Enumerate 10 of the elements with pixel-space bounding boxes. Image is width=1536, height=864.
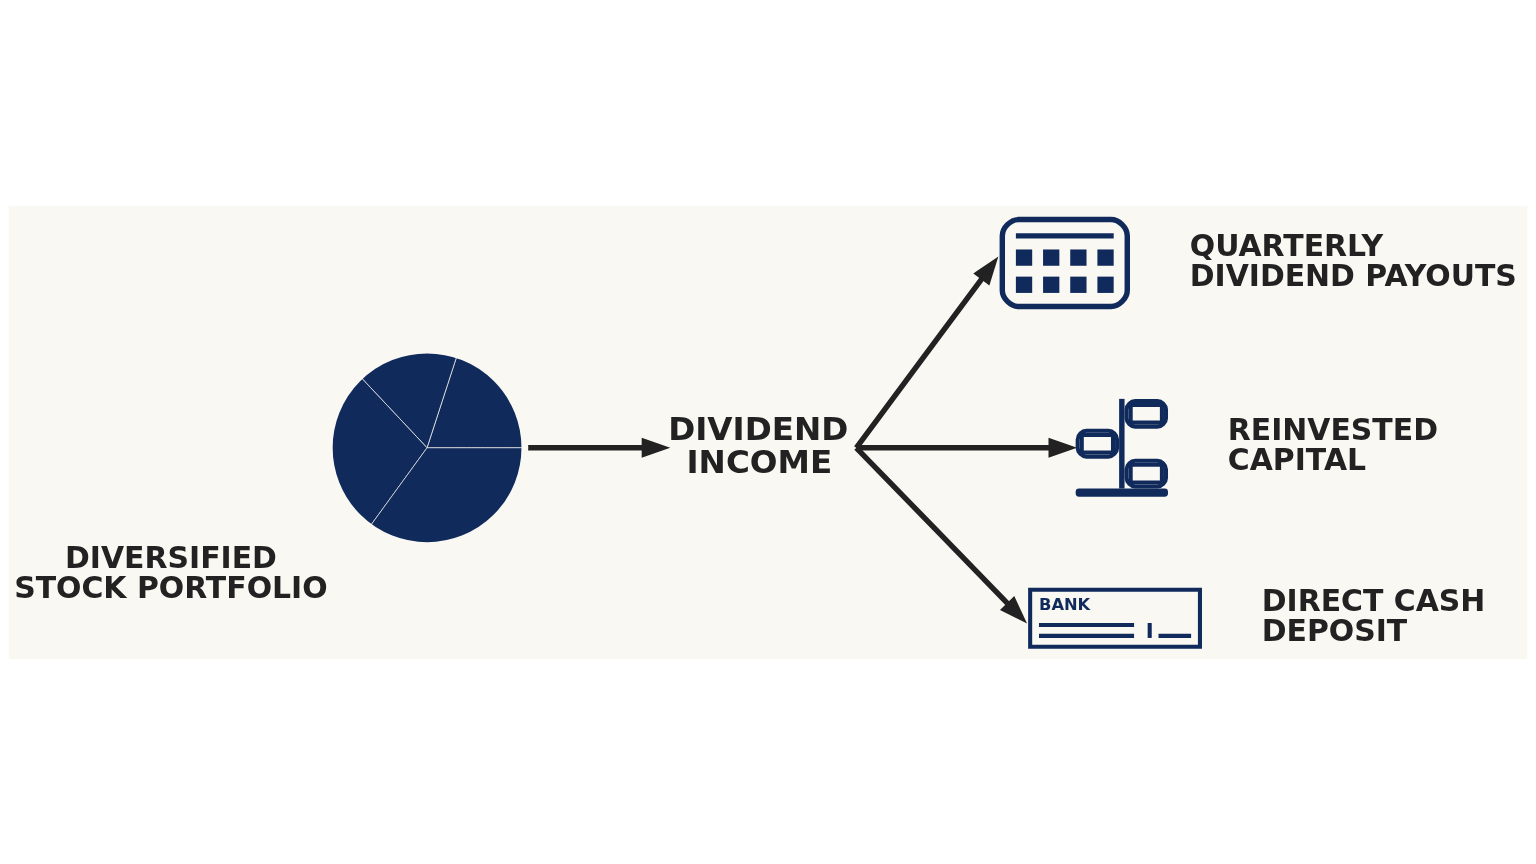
node-label: REINVESTED CAPITAL	[1227, 411, 1438, 477]
node-label: DIRECT CASH DEPOSIT	[1261, 582, 1486, 648]
node-label: DIVERSIFIED STOCK PORTFOLIO	[14, 539, 328, 605]
node-text: DIVIDEND INCOME	[668, 409, 849, 480]
arrow	[856, 437, 1078, 458]
node-label: QUARTERLY DIVIDEND PAYOUTS	[1189, 227, 1517, 293]
arrow	[854, 255, 999, 449]
arrow	[854, 445, 1028, 623]
node-picture	[999, 216, 1130, 309]
node-box: BANK	[1028, 587, 1202, 649]
